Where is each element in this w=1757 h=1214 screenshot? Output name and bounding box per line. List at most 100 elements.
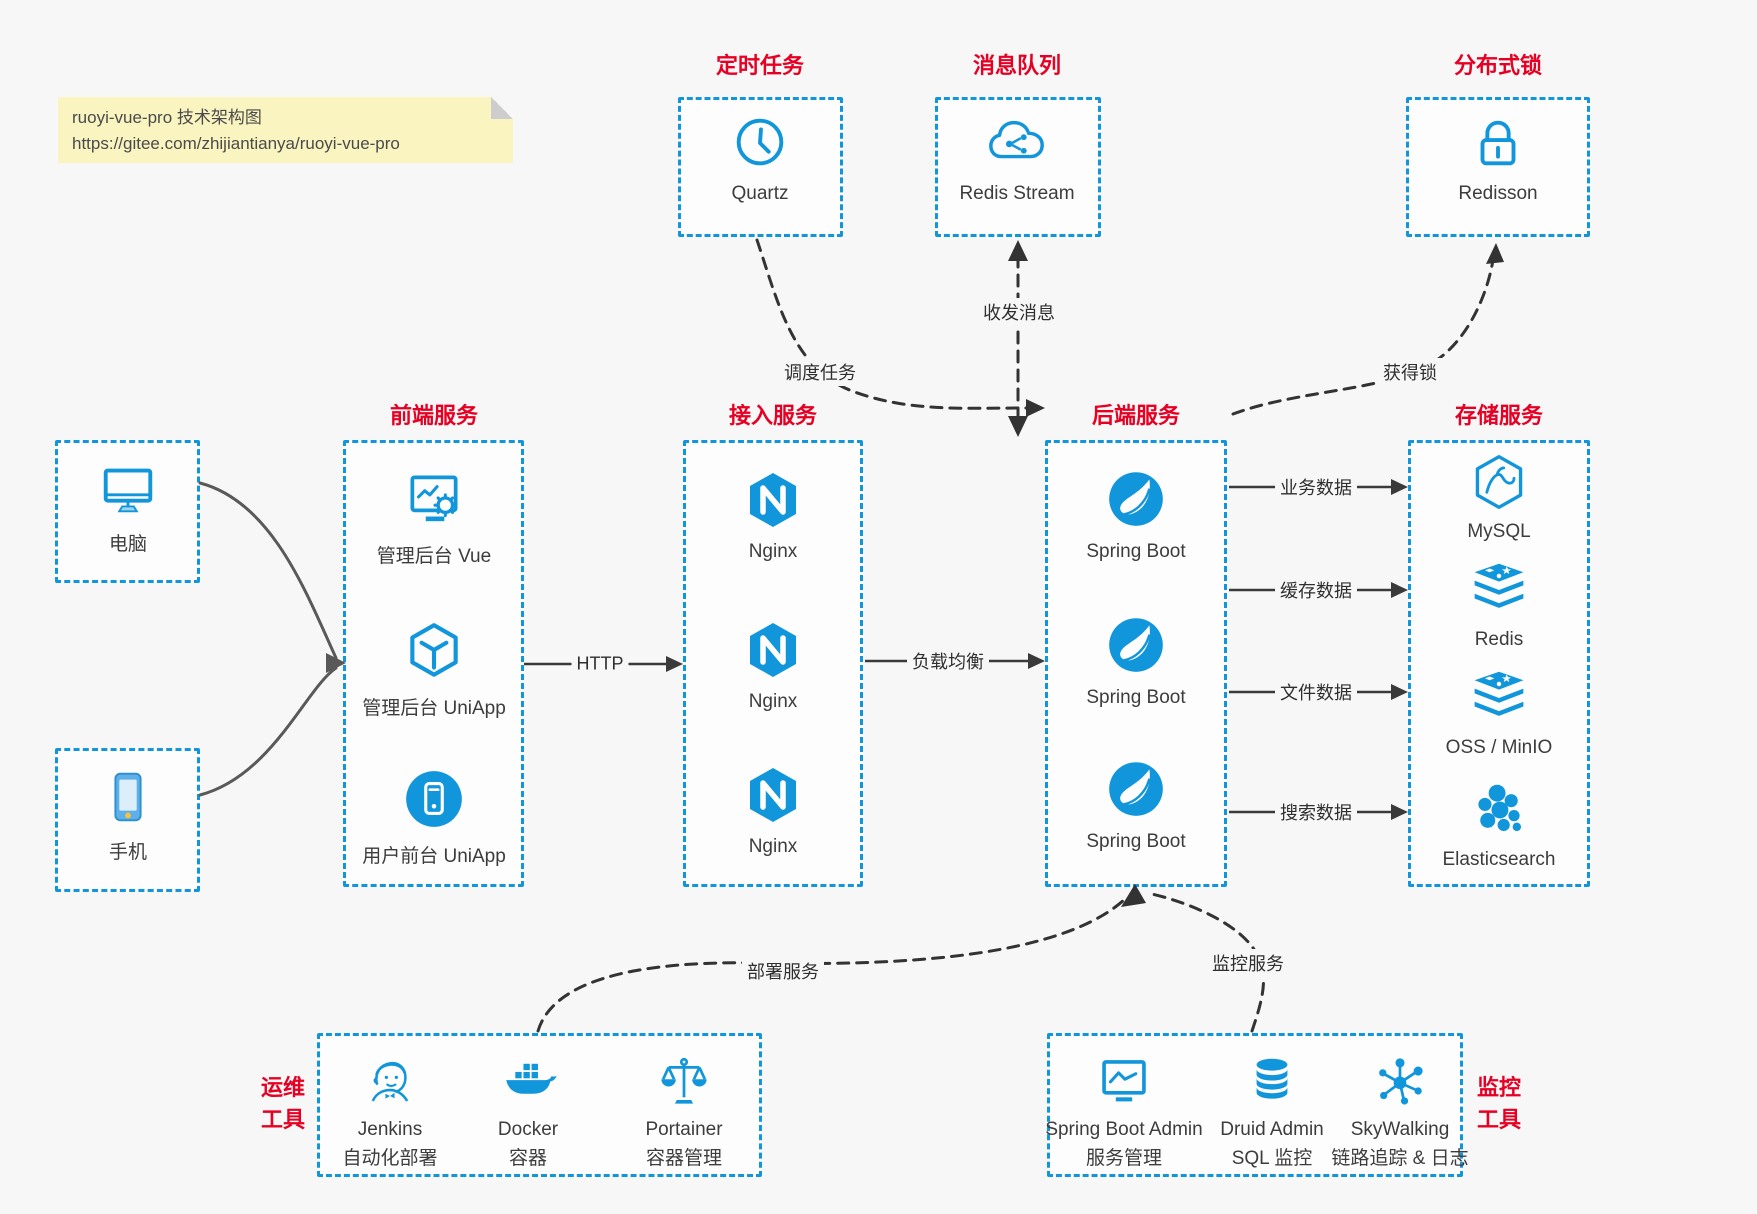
druid-icon: [1243, 1052, 1301, 1115]
node-sublabel: 服务管理: [1085, 1148, 1162, 1169]
ops-title-line2: 工具: [260, 1106, 305, 1132]
user-app-icon: [401, 766, 467, 837]
edge-label-lock: 获得锁: [1378, 358, 1442, 386]
group-title-gateway: 接入服务: [728, 403, 818, 428]
nginx-icon: [741, 763, 805, 832]
edge-label-monitor: 监控服务: [1207, 949, 1289, 977]
admin-uniapp-node: 管理后台 UniApp: [339, 618, 529, 720]
redisson-box: [1406, 97, 1590, 237]
monitor-title-line1: 监控: [1476, 1075, 1521, 1100]
group-title-scheduled-tasks: 定时任务: [715, 53, 805, 78]
spring-icon: [1103, 612, 1169, 683]
spring-icon: [1103, 466, 1169, 537]
user-uniapp-node: 用户前台 UniApp: [339, 766, 529, 868]
node-label: 管理后台 UniApp: [362, 698, 506, 719]
node-sublabel: 链路追踪 & 日志: [1331, 1148, 1469, 1169]
node-label: OSS / MinIO: [1445, 737, 1553, 758]
uniapp-cube-icon: [401, 618, 467, 689]
admin-vue-node: 管理后台 Vue: [339, 466, 529, 568]
node-label: Quartz: [731, 183, 789, 204]
elasticsearch-node: Elasticsearch: [1404, 780, 1594, 871]
node-label: Jenkins: [357, 1119, 423, 1140]
node-label: Spring Boot: [1086, 831, 1186, 852]
node-label: MySQL: [1467, 521, 1531, 542]
clock-icon: [729, 112, 791, 179]
edge-label-cache-data: 缓存数据: [1275, 576, 1357, 604]
nginx-icon: [741, 468, 805, 537]
redis-stream-node: Redis Stream: [922, 112, 1112, 205]
redis-node: Redis: [1404, 560, 1594, 651]
node-label: Spring Boot: [1086, 541, 1186, 562]
node-label: Spring Boot: [1086, 687, 1186, 708]
node-label: Druid Admin: [1220, 1119, 1324, 1140]
node-label: Portainer: [645, 1119, 723, 1140]
pc-node: 电脑: [33, 458, 223, 556]
jenkins-icon: [361, 1052, 419, 1115]
node-label: Elasticsearch: [1442, 849, 1556, 870]
node-label: 电脑: [108, 534, 147, 555]
oss-minio-node: OSS / MinIO: [1404, 668, 1594, 759]
spring-boot-admin-node: Spring Boot Admin 服务管理: [1024, 1052, 1224, 1170]
sticky-note: ruoyi-vue-pro 技术架构图 https://gitee.com/zh…: [58, 97, 513, 163]
edge-label-mq: 收发消息: [978, 298, 1060, 326]
spring-boot-node: Spring Boot: [1041, 466, 1231, 563]
group-title-frontend: 前端服务: [389, 403, 479, 428]
edge-label-http: HTTP: [571, 652, 629, 676]
group-title-message-queue: 消息队列: [972, 53, 1062, 78]
portainer-icon: [655, 1052, 713, 1115]
ops-title-line1: 运维: [260, 1075, 305, 1100]
mobile-node: 手机: [33, 766, 223, 864]
node-sublabel: 容器: [508, 1148, 547, 1169]
spring-icon: [1103, 756, 1169, 827]
edge-label-search-data: 搜索数据: [1275, 798, 1357, 826]
spring-boot-admin-icon: [1095, 1052, 1153, 1115]
node-label: 管理后台 Vue: [376, 546, 492, 567]
edge-label-deploy: 部署服务: [742, 957, 824, 985]
group-title-monitor-tools: 监控 工具: [1468, 1072, 1530, 1136]
docker-icon: [499, 1052, 557, 1115]
skywalking-node: SkyWalking 链路追踪 & 日志: [1305, 1052, 1495, 1170]
quartz-node: Quartz: [665, 112, 855, 205]
node-label: Nginx: [748, 836, 798, 857]
druid-admin-node: Druid Admin SQL 监控: [1192, 1052, 1352, 1170]
edge-label-file-data: 文件数据: [1275, 678, 1357, 706]
oss-icon: [1469, 668, 1529, 733]
admin-vue-icon: [401, 466, 467, 537]
note-url: https://gitee.com/zhijiantianya/ruoyi-vu…: [72, 134, 400, 154]
node-label: Docker: [497, 1119, 559, 1140]
portainer-node: Portainer 容器管理: [604, 1052, 764, 1170]
nginx-icon: [741, 618, 805, 687]
phone-icon: [97, 766, 159, 833]
group-title-distributed-lock: 分布式锁: [1453, 53, 1543, 78]
note-fold-corner: [491, 97, 513, 119]
group-title-backend: 后端服务: [1091, 403, 1181, 428]
spring-boot-node: Spring Boot: [1041, 756, 1231, 853]
ops-tools-box: [317, 1033, 762, 1177]
cloud-mq-icon: [985, 112, 1049, 179]
edge-label-biz-data: 业务数据: [1275, 473, 1357, 501]
node-label: 用户前台 UniApp: [362, 846, 506, 867]
note-title: ruoyi-vue-pro 技术架构图: [72, 108, 262, 127]
desktop-icon: [97, 458, 159, 525]
node-label: 手机: [108, 842, 147, 863]
skywalking-icon: [1371, 1052, 1429, 1115]
mysql-icon: [1469, 452, 1529, 517]
elasticsearch-icon: [1469, 780, 1529, 845]
node-sublabel: 容器管理: [645, 1148, 722, 1169]
storage-box: [1408, 440, 1590, 887]
node-sublabel: SQL 监控: [1231, 1148, 1313, 1169]
mysql-node: MySQL: [1404, 452, 1594, 543]
lock-icon: [1467, 112, 1529, 179]
spring-boot-node: Spring Boot: [1041, 612, 1231, 709]
node-label: SkyWalking: [1350, 1119, 1450, 1140]
node-label: Nginx: [748, 541, 798, 562]
monitor-title-line2: 工具: [1476, 1106, 1521, 1132]
docker-node: Docker 容器: [453, 1052, 603, 1170]
edge-label-load-balance: 负载均衡: [907, 647, 989, 675]
group-title-storage: 存储服务: [1454, 403, 1544, 428]
node-label: Redisson: [1458, 183, 1538, 204]
nginx-node: Nginx: [678, 468, 868, 563]
redis-stream-box: [935, 97, 1101, 237]
group-title-ops-tools: 运维 工具: [252, 1072, 314, 1136]
